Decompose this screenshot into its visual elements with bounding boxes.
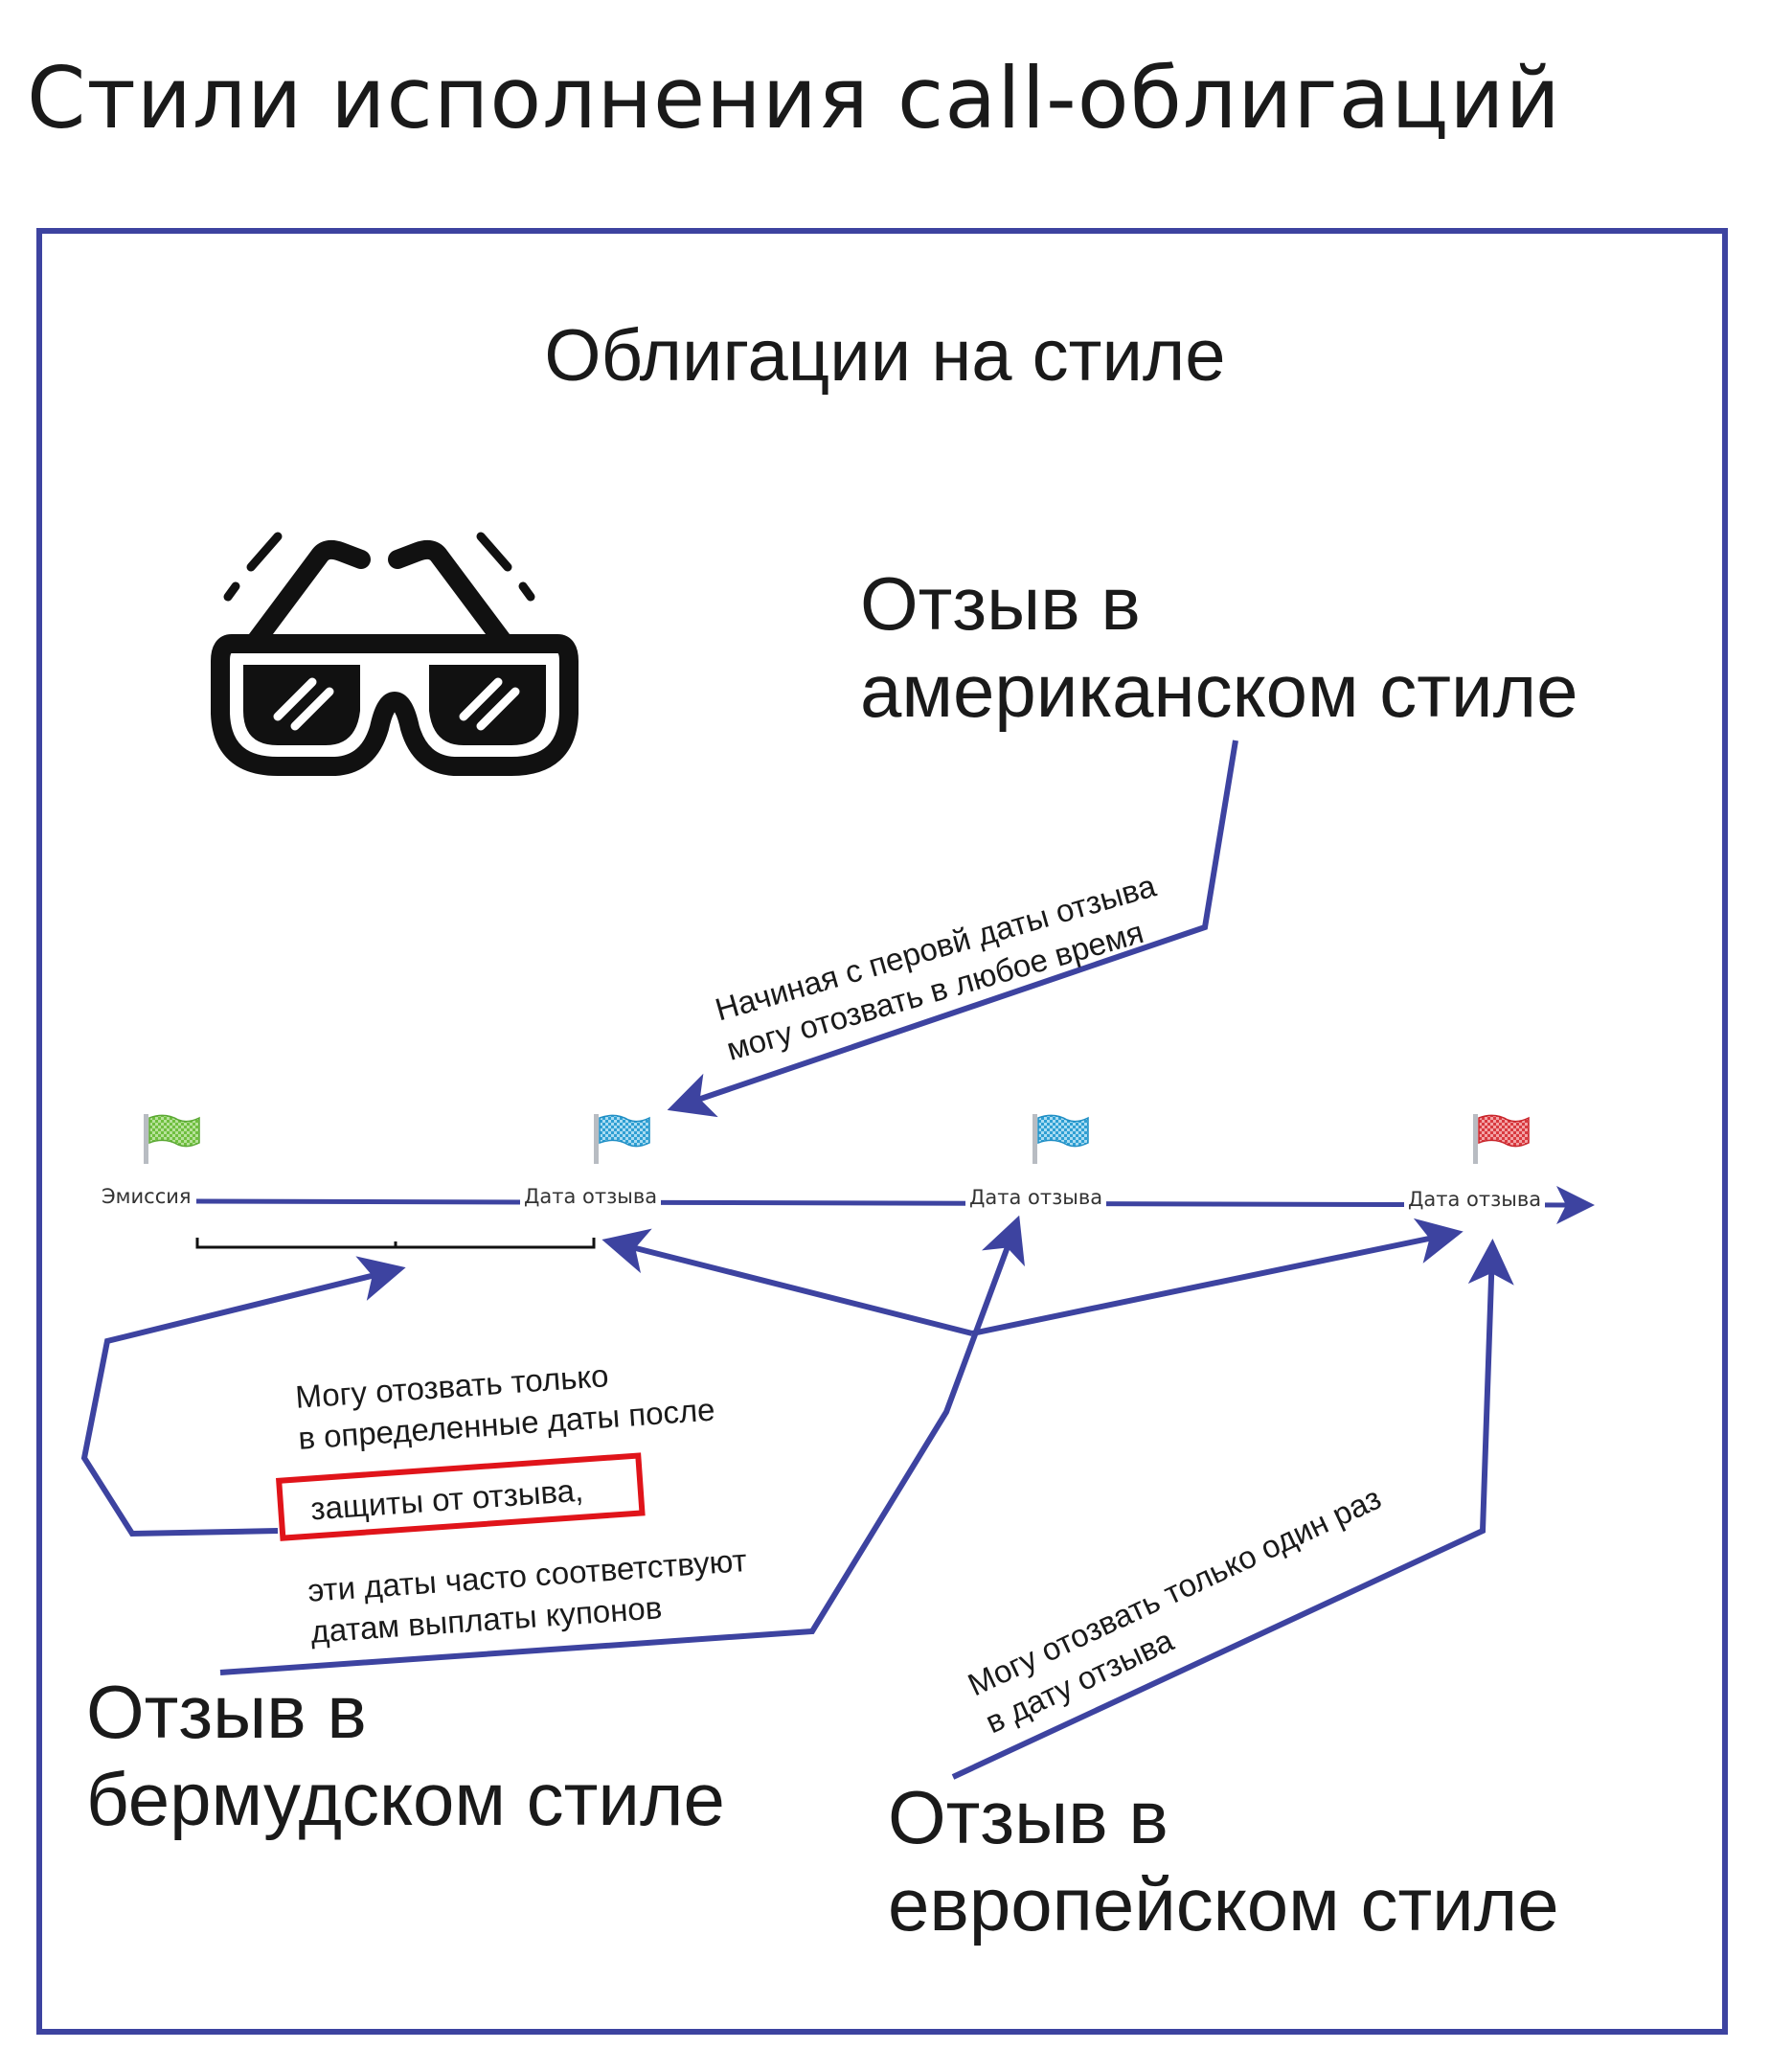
- red-flag-icon: [1473, 1114, 1530, 1164]
- sunglasses-icon: [211, 532, 579, 776]
- bermuda-arrow-dates: [219, 1215, 1025, 1675]
- diagram-frame: [36, 228, 1728, 2035]
- bermuda-arrow-first-date: [601, 1228, 973, 1336]
- american-style-label: Отзыв в американском стиле: [860, 561, 1578, 734]
- bermuda-arrow-protection: [80, 1256, 406, 1537]
- call-protection-bracket: [195, 1238, 596, 1249]
- diagram-subtitle: Облигации на стиле: [544, 315, 1226, 397]
- timeline-label-call-date-2: Дата отзыва: [965, 1186, 1107, 1209]
- european-style-label: Отзыв в европейском стиле: [888, 1775, 1559, 1947]
- bermuda-arrow-last-date: [971, 1218, 1464, 1336]
- timeline-label-call-date-1: Дата отзыва: [520, 1185, 662, 1208]
- timeline-label-emission: Эмиссия: [98, 1185, 195, 1208]
- blue-flag-icon: [594, 1114, 650, 1164]
- bermuda-style-label: Отзыв в бермудском стиле: [86, 1670, 725, 1842]
- blue-flag-icon: [1032, 1114, 1089, 1164]
- european-arrow: [951, 1239, 1514, 1780]
- page-title: Стили исполнения call-облигаций: [27, 49, 1561, 148]
- green-flag-icon: [144, 1114, 200, 1164]
- timeline-label-call-date-3: Дата отзыва: [1404, 1188, 1546, 1211]
- american-arrow: [667, 740, 1238, 1118]
- timeline: [195, 1186, 1595, 1224]
- call-protection-highlight-text: защиты от отзыва,: [309, 1471, 585, 1527]
